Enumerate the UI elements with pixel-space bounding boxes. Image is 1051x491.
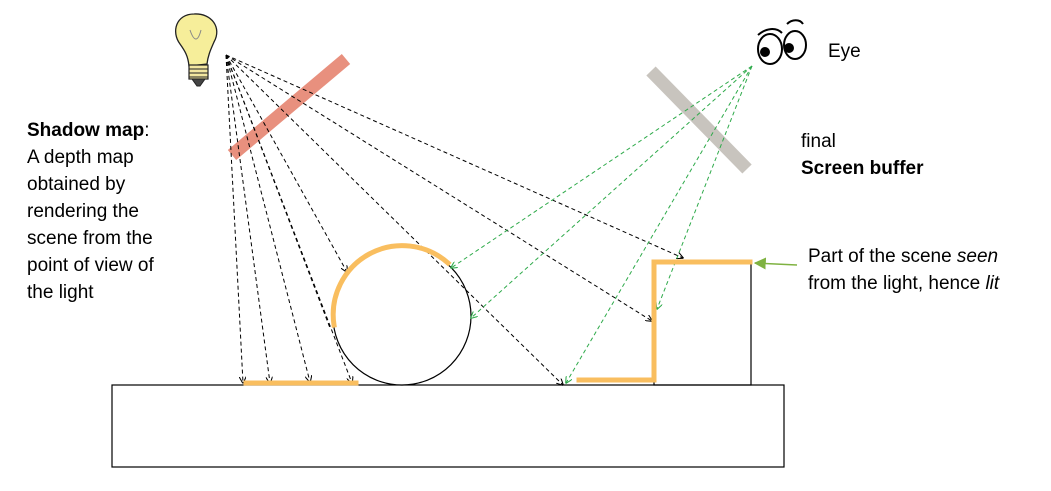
light-rays [225,54,683,385]
lit-surfaces [243,243,753,386]
screen-buffer-plane [646,66,752,174]
eye-rays [451,65,753,383]
shadow-map-colon: : [144,120,150,141]
screen-buffer-line2: Screen buffer [801,158,924,179]
eyes-icon [757,19,807,65]
lit-part-line1: Part of the scene [808,246,957,267]
shadow-map-desc-line: the light [27,282,94,303]
shadow-map-title: Shadow map [27,120,145,141]
shadow-map-desc-line: A depth map [27,147,134,168]
eye-label: Eye [828,41,861,62]
screen-buffer-label: final Screen buffer [801,128,923,182]
step-box [653,261,752,386]
shadow-map-desc-line: point of view of [27,255,154,276]
shadow-map-label: Shadow map: A depth map obtained by rend… [27,117,154,306]
screen-buffer-line1: final [801,131,836,152]
lit-part-label: Part of the scene seen from the light, h… [808,243,999,297]
floor-box [111,384,785,468]
lit-callout-arrow [753,257,798,270]
lit-part-lit: lit [985,273,1000,294]
shadow-map-desc-line: rendering the [27,201,139,222]
shadow-map-desc-line: scene from the [27,228,153,249]
shadow-map-desc-line: obtained by [27,174,126,195]
light-bulb-icon [175,13,218,87]
lit-part-seen: seen [956,246,999,267]
shadow-map-plane [227,54,351,160]
lit-part-line2: from the light, hence [808,273,986,294]
